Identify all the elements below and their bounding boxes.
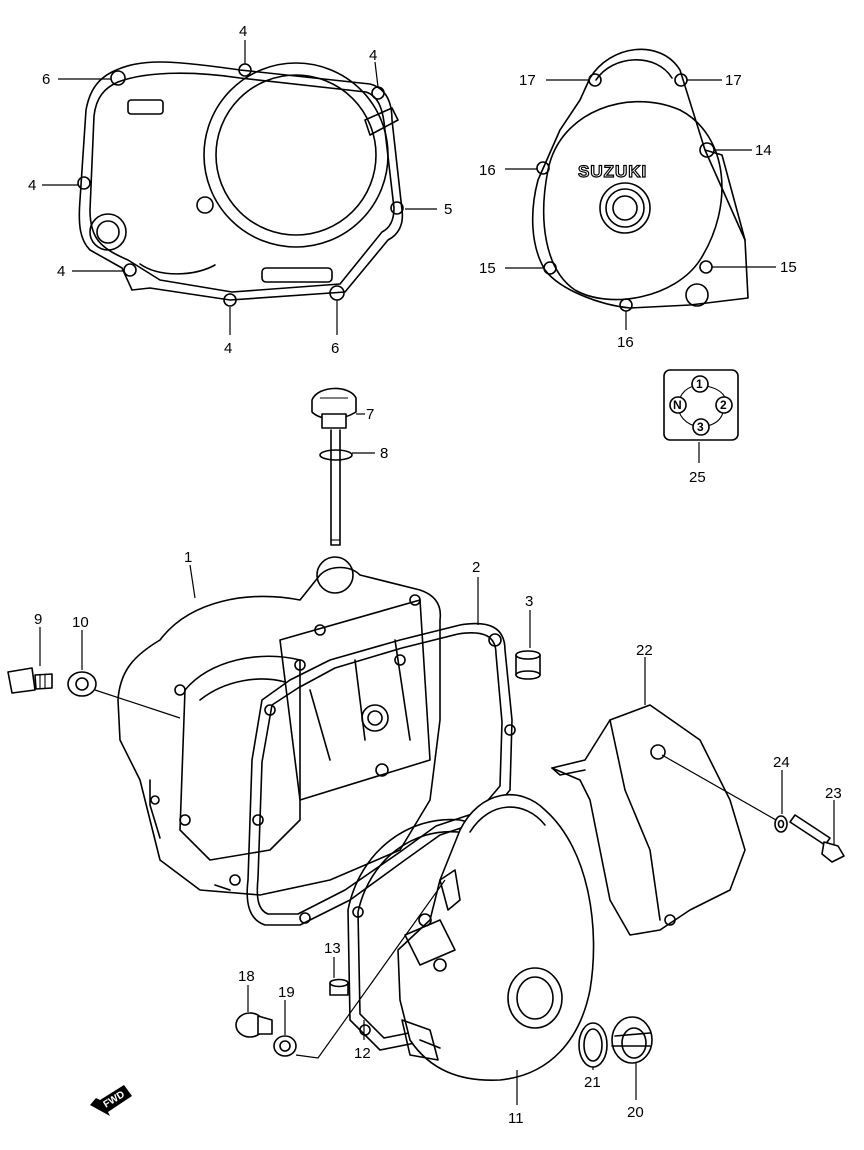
gear-position-indicator-plate: 1 2 3 N [663, 369, 739, 441]
bolt-23 [789, 814, 845, 863]
callout-2: 2 [472, 559, 480, 576]
washer-19 [273, 1035, 297, 1057]
callout-13: 13 [324, 940, 341, 957]
callout-1: 1 [184, 549, 192, 566]
callout-4-lower-left: 4 [57, 263, 65, 280]
callout-23: 23 [825, 785, 842, 802]
callout-15-left: 15 [479, 260, 496, 277]
indicator-position-2: 2 [720, 398, 727, 412]
plug-20 [611, 1016, 653, 1064]
magneto-cover [397, 794, 595, 1081]
callout-25: 25 [689, 469, 706, 486]
callout-5: 5 [444, 201, 452, 218]
callout-4-top-right: 4 [369, 47, 377, 64]
washer-24 [774, 815, 788, 833]
callout-19: 19 [278, 984, 295, 1001]
leader-lines [39, 40, 835, 1105]
o-ring-21 [578, 1022, 608, 1068]
callout-16-bottom: 16 [617, 334, 634, 351]
callout-8: 8 [380, 445, 388, 462]
callout-4-left: 4 [28, 177, 36, 194]
indicator-position-1: 1 [696, 377, 703, 391]
dowel-pin-3 [515, 650, 541, 680]
indicator-position-n: N [673, 398, 682, 412]
callout-20: 20 [627, 1104, 644, 1121]
callout-21: 21 [584, 1074, 601, 1091]
callout-3: 3 [525, 593, 533, 610]
callout-22: 22 [636, 642, 653, 659]
callout-18: 18 [238, 968, 255, 985]
callout-15-right: 15 [780, 259, 797, 276]
callout-6-bottom: 6 [331, 340, 339, 357]
clutch-cover-outline [77, 61, 404, 307]
callout-16-left: 16 [479, 162, 496, 179]
callout-7: 7 [366, 406, 374, 423]
callout-9: 9 [34, 611, 42, 628]
drain-bolt-18 [235, 1012, 273, 1038]
callout-10: 10 [72, 614, 89, 631]
callout-14: 14 [755, 142, 772, 159]
callout-17-right: 17 [725, 72, 742, 89]
callout-labels: 4 4 6 4 5 4 4 6 17 17 16 14 15 15 16 7 8… [28, 23, 842, 1127]
magneto-cover-outline: SUZUKI [531, 48, 749, 312]
callout-11: 11 [508, 1110, 524, 1127]
forward-direction-arrow: FWD [90, 1085, 132, 1116]
callout-17-left: 17 [519, 72, 536, 89]
callout-4-top: 4 [239, 23, 247, 40]
oil-filler-cap-dipstick [311, 387, 357, 546]
callout-12: 12 [354, 1045, 371, 1062]
plug-bolt-9 [7, 667, 53, 694]
engine-sprocket-cover [551, 704, 746, 936]
callout-24: 24 [773, 754, 790, 771]
indicator-position-3: 3 [697, 420, 704, 434]
dowel-pin-13 [329, 978, 349, 996]
callout-4-bottom: 4 [224, 340, 232, 357]
suzuki-logo-text: SUZUKI [578, 162, 647, 181]
callout-6-left: 6 [42, 71, 50, 88]
clutch-cover [117, 556, 442, 896]
washer-10 [67, 671, 97, 697]
